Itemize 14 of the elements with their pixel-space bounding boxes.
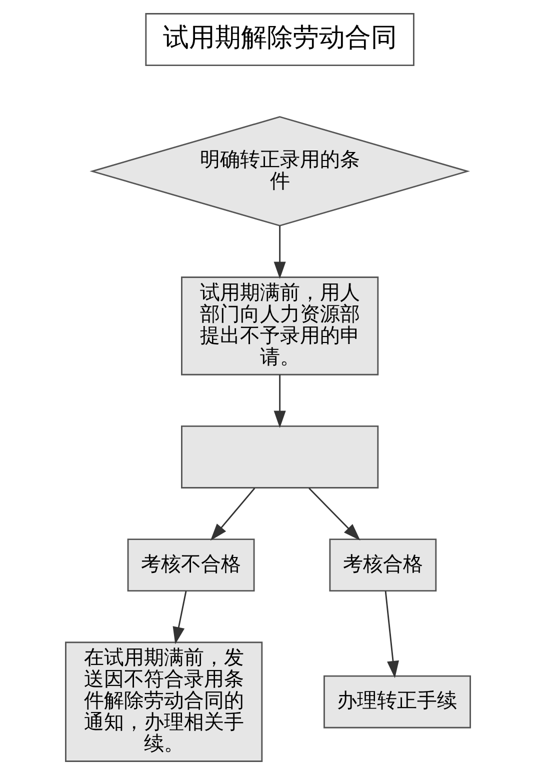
arrow <box>210 488 256 541</box>
node-box <box>181 425 379 488</box>
node-box: 考核合格 <box>329 538 437 592</box>
arrow <box>384 590 400 678</box>
arrow <box>172 590 187 644</box>
node-box: 考核不合格 <box>127 538 255 592</box>
arrow <box>308 488 360 541</box>
arrow <box>274 374 286 428</box>
node-box: 试用期满前，用人部门向人力资源部提出不予录用的申请。 <box>181 276 379 376</box>
node-box: 试用期解除劳动合同 <box>145 13 414 66</box>
node-box: 办理转正手续 <box>324 675 471 728</box>
node-diamond: 明确转正录用的条件 <box>90 116 470 226</box>
arrow <box>274 226 286 279</box>
node-box: 在试用期满前，发送因不符合录用条件解除劳动合同的通知，办理相关手续。 <box>65 642 263 762</box>
